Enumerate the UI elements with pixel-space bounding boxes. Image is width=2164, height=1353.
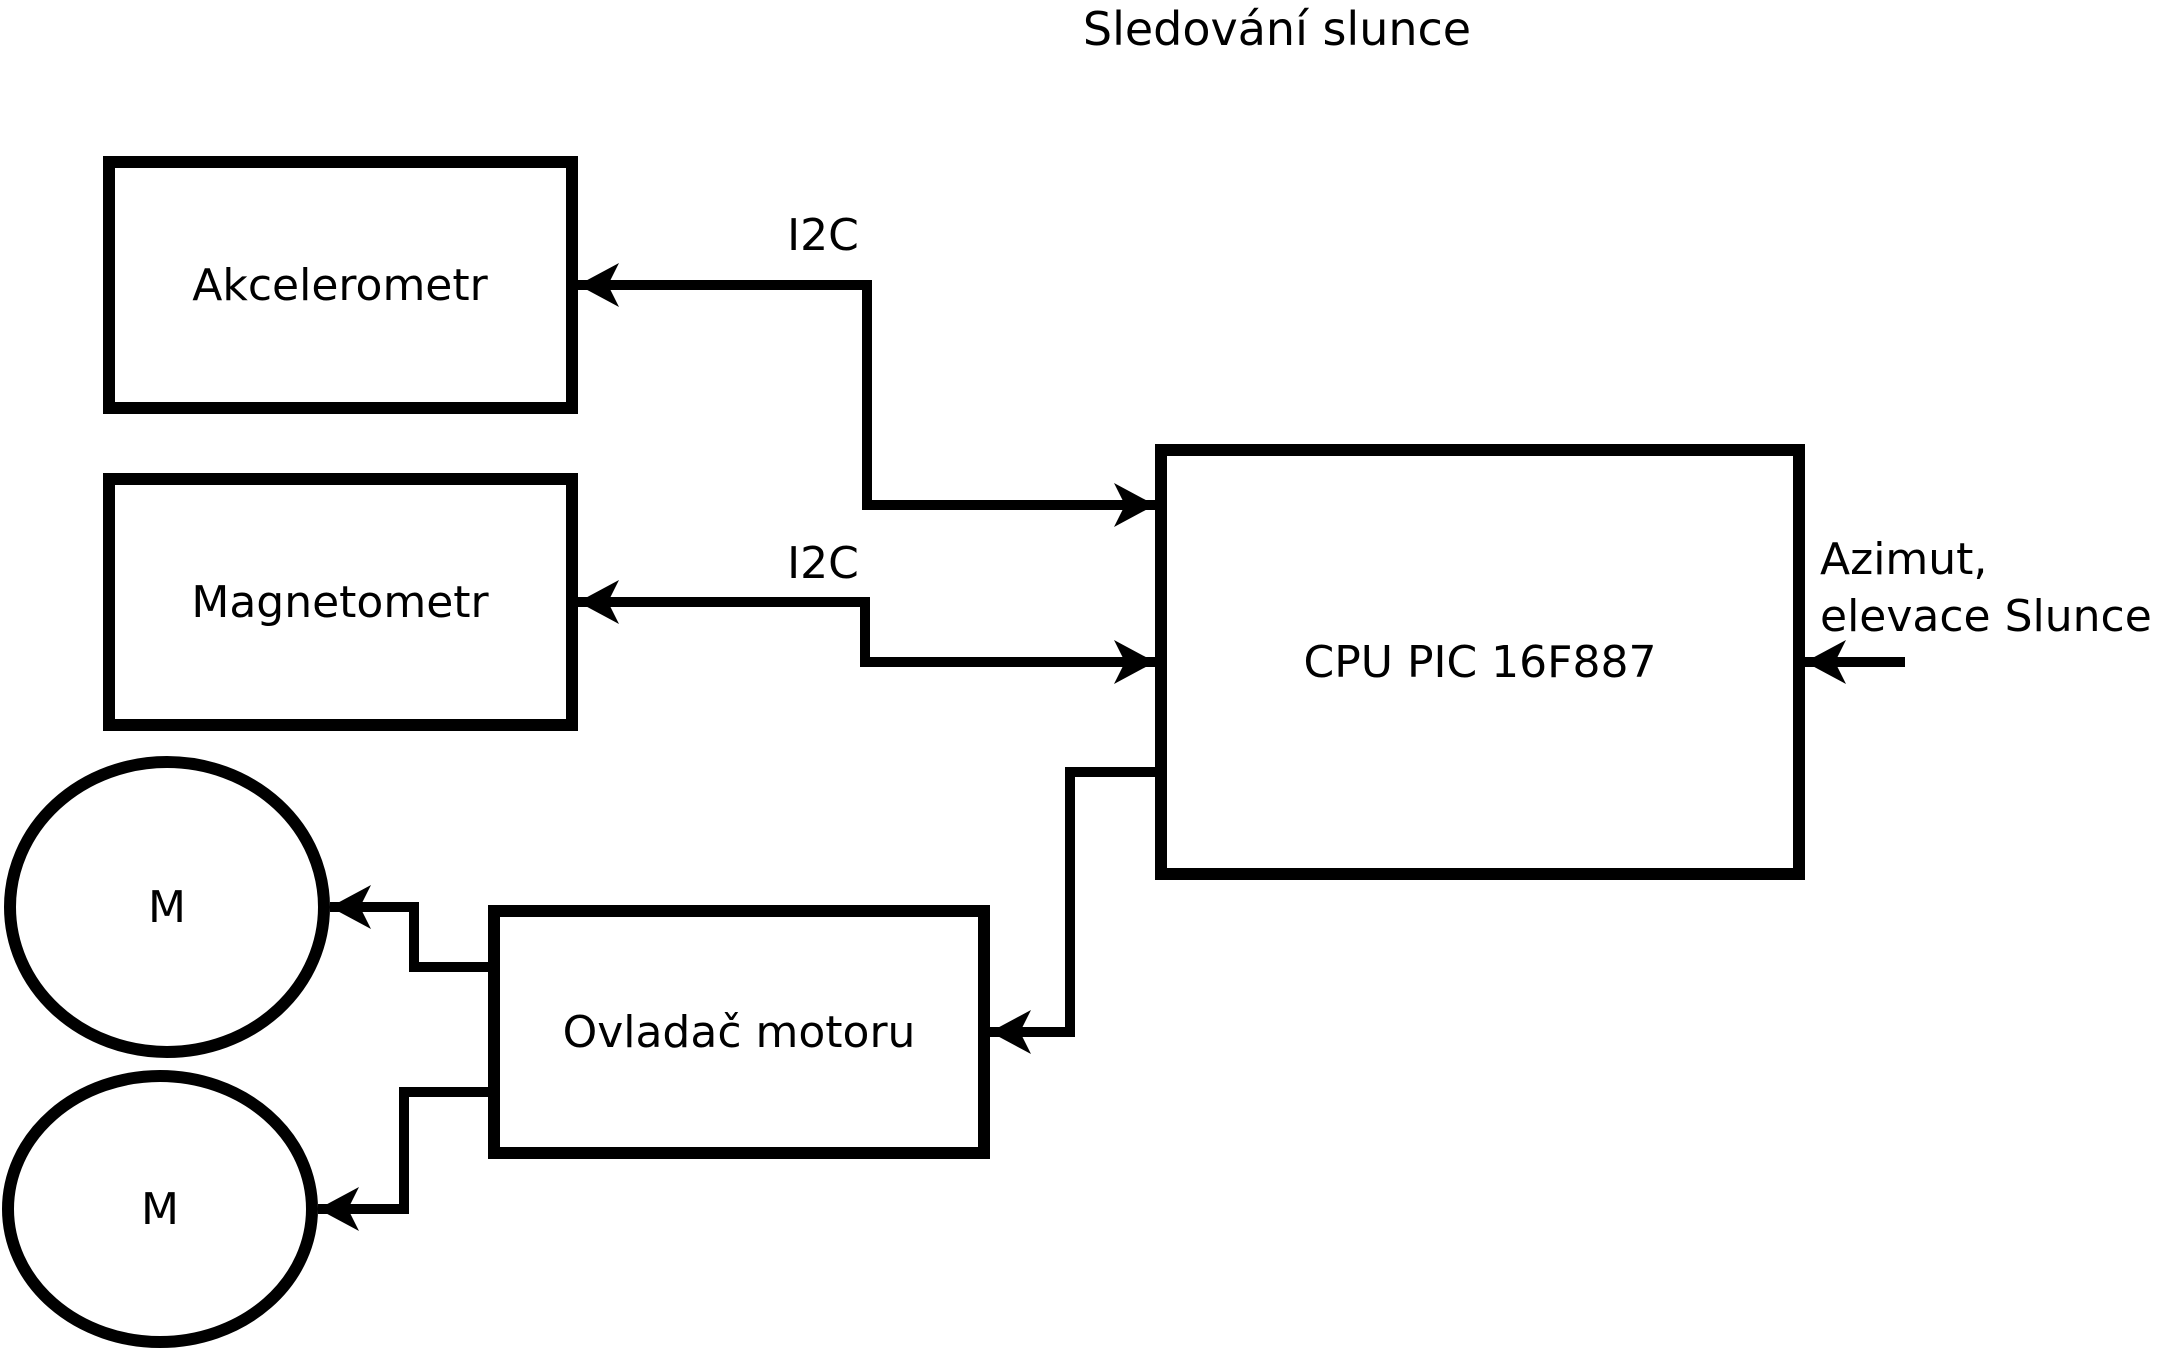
cpu-box bbox=[1155, 444, 1805, 880]
edge-driver-motor1 bbox=[330, 885, 488, 972]
node-cpu: CPU PIC 16F887 bbox=[1155, 444, 1805, 880]
akcelerometr-box bbox=[103, 156, 578, 414]
node-motor1: M bbox=[4, 756, 330, 1058]
diagram-title: Sledování slunce bbox=[1083, 2, 1471, 56]
node-akcelerometr: Akcelerometr bbox=[103, 156, 578, 414]
motor-driver-box bbox=[488, 905, 990, 1159]
edge-cpu-motor-driver bbox=[990, 767, 1155, 1054]
motor-driver-label: Ovladač motoru bbox=[563, 1007, 916, 1058]
motor1-circle bbox=[4, 756, 330, 1058]
edge-driver-motor2 bbox=[318, 1087, 488, 1231]
node-motor2: M bbox=[2, 1070, 318, 1348]
edge-label-azimut-line1: Azimut, bbox=[1820, 534, 1987, 585]
edge-label-i2c-magnetometr: I2C bbox=[787, 538, 859, 589]
motor2-label: M bbox=[141, 1184, 179, 1235]
magnetometr-box bbox=[103, 473, 578, 731]
edge-label-azimut-line2: elevace Slunce bbox=[1820, 591, 2152, 642]
cpu-label: CPU PIC 16F887 bbox=[1304, 637, 1657, 688]
node-magnetometr: Magnetometr bbox=[103, 473, 578, 731]
akcelerometr-label: Akcelerometr bbox=[192, 260, 488, 311]
magnetometr-label: Magnetometr bbox=[191, 577, 489, 628]
motor1-label: M bbox=[148, 882, 186, 933]
edge-i2c-cpu-akcelerometr bbox=[578, 263, 1155, 527]
motor2-circle bbox=[2, 1070, 318, 1348]
edge-label-i2c-akcelerometr: I2C bbox=[787, 210, 859, 261]
edge-i2c-cpu-magnetometr bbox=[578, 580, 1155, 684]
node-motor-driver: Ovladač motoru bbox=[488, 905, 990, 1159]
